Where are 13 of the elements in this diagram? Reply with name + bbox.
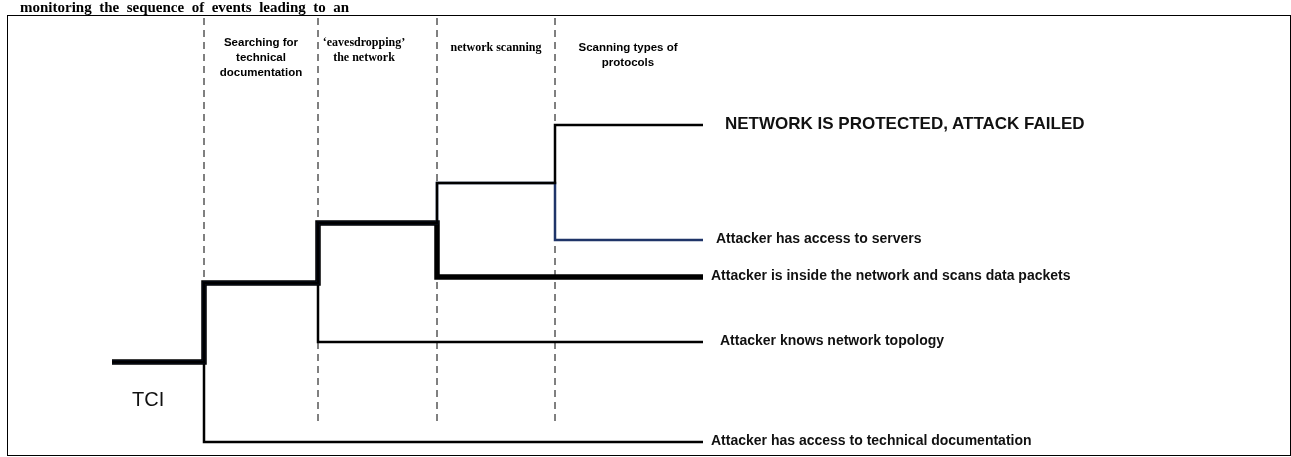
tree-branch-line <box>112 123 703 364</box>
column-header: ‘eavesdropping’ the network <box>322 35 406 65</box>
start-label: TCI <box>112 362 204 410</box>
outcome-label: Attacker has access to technical documentation <box>703 432 1032 448</box>
cut-off-text: monitoring the sequence of events leading to an <box>20 0 351 15</box>
outcome-label: Attacker is inside the network and scans data packets <box>703 267 1071 283</box>
column-header: Scanning types of protocols <box>577 40 679 70</box>
tree-branch-line <box>112 220 703 365</box>
outcome-label: NETWORK IS PROTECTED, ATTACK FAILED <box>703 114 1085 134</box>
outcome-label: Attacker has access to servers <box>703 230 922 246</box>
column-header: Searching for technical documentation <box>218 35 304 80</box>
outcome-label: Attacker knows network topology <box>703 332 945 348</box>
column-header: network scanning <box>449 40 543 55</box>
